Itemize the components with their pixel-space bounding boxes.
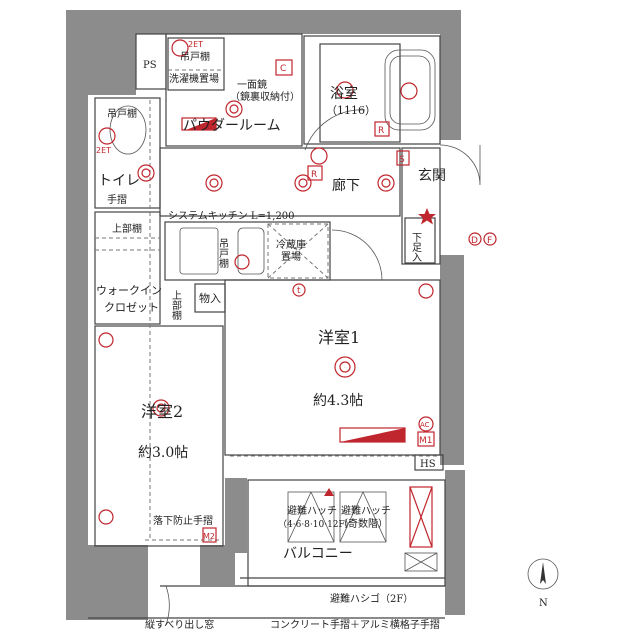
walkin-label: ウォークイン [96, 284, 162, 297]
shoe-box-label: 下足入 [410, 232, 422, 262]
hs-label: HS [420, 459, 436, 470]
room2-label: 洋室2 [141, 402, 183, 421]
toilet-handrail-label: 手摺 [107, 193, 127, 206]
bath-size-label: （1116） [326, 104, 376, 117]
mirror-label: 一面鏡 [237, 78, 267, 91]
f-mark: F [487, 236, 492, 246]
ac-mark: AC [420, 421, 430, 429]
kitchen-shelf-label: 吊戸棚 [217, 238, 229, 269]
balcony-rail-label: コンクリート手摺＋アルミ横格子手摺 [270, 618, 440, 631]
mirror-note-label: （鏡裏収納付） [230, 90, 300, 103]
t-mark: t [297, 286, 301, 296]
hatch2-label: 避難ハッチ [341, 504, 391, 517]
remote-r-mark: R [378, 126, 384, 136]
d-mark: D [471, 236, 478, 246]
hallway-label: 廊下 [332, 177, 360, 194]
room1-size-label: 約4.3帖 [313, 393, 363, 409]
remote-r-mark-hall: R [311, 170, 317, 180]
powder-room-label: パウダールーム [183, 118, 281, 134]
north-label: N [539, 598, 548, 609]
hatch1-label: 避難ハッチ [287, 504, 337, 517]
fall-rail-label: 落下防止手摺 [153, 514, 213, 527]
bath-label: 浴室 [330, 85, 358, 102]
ps-label: PS [143, 60, 157, 71]
electrical-symbols [98, 39, 436, 525]
room1-label: 洋室1 [318, 328, 360, 347]
window-label: 縦すべり出し窓 [145, 618, 214, 631]
cabinet-c-mark: C [280, 64, 286, 74]
ladder-label: 避難ハシゴ（2F） [330, 592, 413, 605]
storage-label: 物入 [199, 291, 221, 305]
north-compass: N [527, 558, 559, 609]
toilet-shelf-label: 吊戸棚 [107, 107, 137, 120]
walkin-closet-label: クロゼット [104, 301, 159, 314]
upper-shelf-label: 上部棚 [112, 222, 142, 235]
fridge-label: 冷蔵庫 [276, 238, 306, 251]
entrance-label: 玄関 [418, 167, 446, 184]
sensor-s-mark: S [399, 155, 405, 165]
toilet-label: トイレ [98, 173, 140, 189]
room-labels: PS 吊戸棚 洗濯機置場 一面鏡 （鏡裏収納付） パウダールーム 浴室 （111… [96, 50, 446, 631]
kitchen-label: システムキッチン L=1,200 [168, 210, 295, 222]
washer-label: 洗濯機置場 [169, 72, 219, 85]
hanging-shelf-label: 吊戸棚 [180, 50, 210, 63]
hatch2-floors-label: （奇数階） [338, 517, 388, 530]
hatch1-floors-label: （4·6·8·10·12F） [278, 519, 354, 530]
m1-mark: M1 [419, 436, 433, 446]
tel-mark: 2ET [188, 40, 203, 49]
closet-upper-shelf-label: 上部棚 [170, 290, 182, 321]
room2-size-label: 約3.0帖 [138, 445, 188, 461]
walls [66, 10, 465, 620]
room-outlines [88, 33, 481, 626]
balcony-label: バルコニー [283, 546, 353, 562]
fridge-area-label: 置場 [281, 250, 301, 263]
tel-mark-toilet: 2ET [96, 146, 111, 155]
m2-mark: M2 [203, 532, 215, 541]
